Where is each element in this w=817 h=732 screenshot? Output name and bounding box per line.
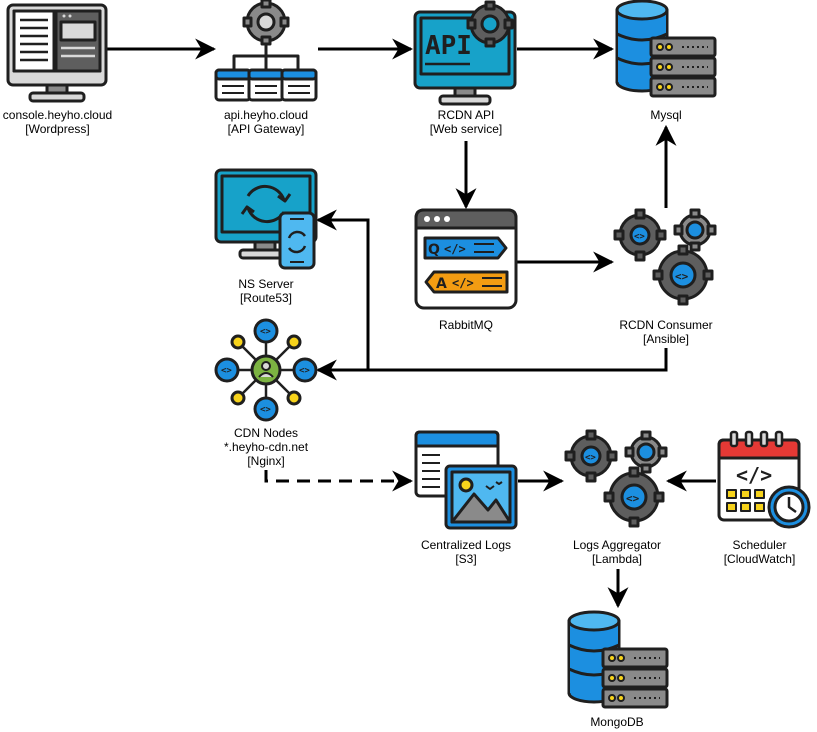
console-name: console.heyho.cloud	[0, 108, 115, 122]
logs-aggregator-type: [Lambda]	[557, 552, 677, 566]
svg-text:<>: <>	[260, 327, 271, 337]
mysql-name: Mysql	[606, 108, 726, 122]
network-hub-icon: <> <> <> <>	[214, 318, 318, 422]
edge-rcdn-consumer-to-ns-server	[315, 209, 370, 370]
console-label: console.heyho.cloud [Wordpress]	[0, 108, 115, 136]
svg-text:<>: <>	[634, 232, 645, 242]
scheduler-label: Scheduler [CloudWatch]	[702, 538, 817, 566]
api-gateway-label: api.heyho.cloud [API Gateway]	[206, 108, 326, 136]
cdn-nodes-label: CDN Nodes *.heyho-cdn.net [Nginx]	[206, 426, 326, 468]
rcdn-consumer-label: RCDN Consumer [Ansible]	[606, 318, 726, 346]
mysql-label: Mysql	[606, 108, 726, 122]
svg-text:</>: </>	[444, 242, 466, 256]
cdn-nodes-type: [Nginx]	[206, 454, 326, 468]
svg-text:A: A	[436, 276, 447, 292]
gears-code-icon: <> <>	[613, 208, 717, 306]
rabbitmq-label: RabbitMQ	[406, 318, 526, 332]
rcdn-consumer-name: RCDN Consumer	[606, 318, 726, 332]
svg-text:API: API	[425, 31, 472, 61]
scheduler-type: [CloudWatch]	[702, 552, 817, 566]
api-gateway-name: api.heyho.cloud	[206, 108, 326, 122]
mongodb-label: MongoDB	[557, 715, 677, 729]
console-type: [Wordpress]	[0, 122, 115, 136]
cdn-nodes-domain: *.heyho-cdn.net	[206, 440, 326, 454]
logs-aggregator-label: Logs Aggregator [Lambda]	[557, 538, 677, 566]
cdn-nodes-name: CDN Nodes	[206, 426, 326, 440]
svg-text:<>: <>	[260, 405, 271, 415]
log-image-icon	[414, 430, 518, 530]
database-server-icon	[615, 0, 717, 98]
api-monitor-icon: API	[413, 0, 517, 106]
svg-text:<>: <>	[299, 366, 310, 376]
edges	[107, 38, 716, 609]
central-logs-type: [S3]	[406, 552, 526, 566]
database-server-icon	[567, 610, 669, 709]
svg-text:</>: </>	[452, 276, 474, 290]
svg-text:Q: Q	[428, 242, 440, 258]
ns-server-label: NS Server [Route53]	[206, 277, 326, 305]
mongodb-name: MongoDB	[557, 715, 677, 729]
edge-rcdn-consumer-to-cdn-nodes	[315, 348, 668, 381]
rcdn-consumer-type: [Ansible]	[606, 332, 726, 346]
svg-text:<>: <>	[675, 270, 689, 283]
calendar-clock-icon: </>	[717, 430, 811, 529]
logs-aggregator-name: Logs Aggregator	[557, 538, 677, 552]
central-logs-label: Centralized Logs [S3]	[406, 538, 526, 566]
monitor-website-icon	[6, 3, 108, 103]
api-gateway-type: [API Gateway]	[206, 122, 326, 136]
rcdn-api-type: [Web service]	[406, 122, 526, 136]
scheduler-name: Scheduler	[702, 538, 817, 552]
edge-cdn-nodes-to-central-logs	[264, 470, 414, 492]
svg-text:<>: <>	[221, 366, 232, 376]
svg-text:</>: </>	[736, 463, 772, 487]
rcdn-api-name: RCDN API	[406, 108, 526, 122]
rabbitmq-name: RabbitMQ	[406, 318, 526, 332]
svg-text:<>: <>	[626, 492, 640, 505]
gears-code-icon: <> <>	[564, 429, 668, 528]
svg-text:<>: <>	[585, 453, 596, 463]
rcdn-api-label: RCDN API [Web service]	[406, 108, 526, 136]
message-queue-icon: Q </> A </>	[414, 208, 518, 310]
ns-server-type: [Route53]	[206, 291, 326, 305]
gear-network-icon	[214, 0, 318, 102]
sync-devices-icon	[214, 168, 318, 270]
central-logs-name: Centralized Logs	[406, 538, 526, 552]
ns-server-name: NS Server	[206, 277, 326, 291]
